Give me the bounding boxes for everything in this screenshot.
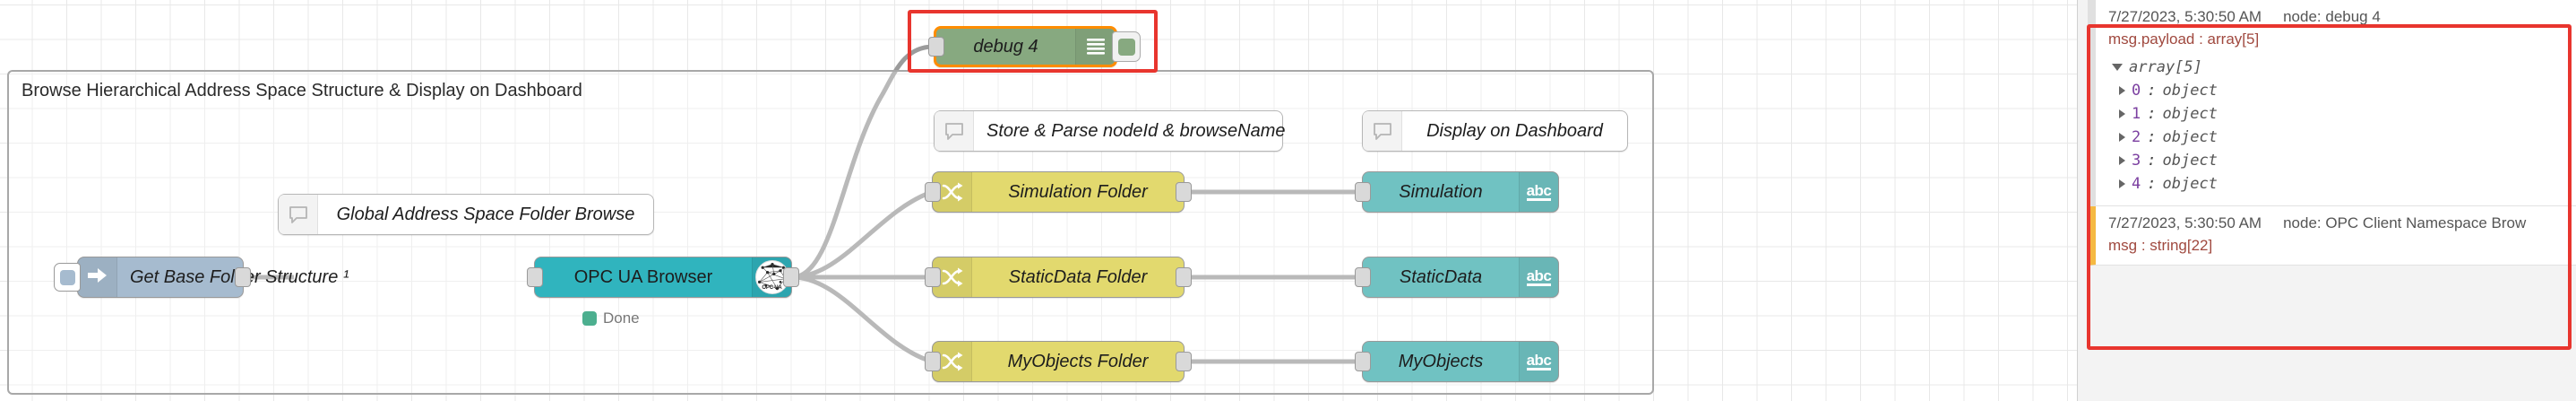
abc-icon: abc	[1519, 172, 1558, 212]
debug-sidebar[interactable]: 7/27/2023, 5:30:50 AM node: debug 4 msg.…	[2077, 0, 2576, 401]
node-switch-simulation-folder[interactable]: Simulation Folder	[925, 171, 1192, 213]
node-dashboard-text-myobjects[interactable]: MyObjects abc	[1355, 341, 1559, 382]
node-label: MyObjects Folder	[1007, 351, 1149, 371]
tree-item-value: object	[2162, 82, 2218, 100]
chevron-right-icon[interactable]	[2119, 133, 2125, 142]
node-switch-staticdata-folder[interactable]: StaticData Folder	[925, 257, 1192, 298]
tree-item-key: 1	[2132, 105, 2141, 123]
node-dashboard-text-simulation[interactable]: Simulation abc	[1355, 171, 1559, 213]
debug-message[interactable]: 7/27/2023, 5:30:50 AM node: OPC Client N…	[2088, 206, 2576, 266]
node-output-port[interactable]	[783, 267, 799, 287]
status-dot-icon	[582, 311, 597, 326]
node-label: debug 4	[973, 36, 1038, 57]
node-label: Simulation	[1399, 181, 1483, 202]
tree-item-value: object	[2162, 175, 2218, 193]
node-input-port[interactable]	[925, 352, 941, 371]
node-label: Store & Parse nodeId & browseName	[986, 120, 1286, 141]
node-output-port[interactable]	[1176, 352, 1192, 371]
node-label: MyObjects	[1398, 351, 1484, 371]
node-input-port[interactable]	[925, 267, 941, 287]
debug-message-property: msg.payload : array[5]	[2108, 31, 2260, 48]
chevron-right-icon[interactable]	[2119, 109, 2125, 118]
debug-lines-icon	[1075, 29, 1115, 65]
node-input-port[interactable]	[925, 182, 941, 202]
tree-item-row[interactable]: 2 : object	[2108, 126, 2563, 149]
node-debug-4[interactable]: debug 4	[928, 26, 1141, 67]
debug-message-property: msg : string[22]	[2108, 237, 2213, 254]
tree-item-row[interactable]: 3 : object	[2108, 149, 2563, 172]
flow-canvas[interactable]: Browse Hierarchical Address Space Struct…	[0, 0, 2077, 401]
node-comment-global-browse[interactable]: Global Address Space Folder Browse	[278, 194, 654, 235]
debug-message[interactable]: 7/27/2023, 5:30:50 AM node: debug 4 msg.…	[2088, 0, 2576, 206]
node-label: Simulation Folder	[1008, 181, 1148, 202]
node-switch-myobjects-folder[interactable]: MyObjects Folder	[925, 341, 1192, 382]
tree-item-colon: :	[2147, 152, 2157, 170]
chevron-right-icon[interactable]	[2119, 86, 2125, 95]
debug-message-header: 7/27/2023, 5:30:50 AM node: debug 4	[2108, 8, 2563, 26]
node-label: Global Address Space Folder Browse	[336, 204, 635, 224]
tree-item-colon: :	[2147, 82, 2157, 100]
debug-timestamp: 7/27/2023, 5:30:50 AM	[2108, 214, 2262, 231]
tree-item-key: 0	[2132, 82, 2141, 100]
comment-icon	[935, 111, 974, 151]
node-output-port[interactable]	[1176, 267, 1192, 287]
node-output-port[interactable]	[1176, 182, 1192, 202]
chevron-right-icon[interactable]	[2119, 156, 2125, 165]
tree-item-colon: :	[2147, 175, 2157, 193]
abc-icon-text: abc	[1526, 182, 1552, 202]
tree-item-key: 2	[2132, 128, 2141, 146]
tree-item-key: 3	[2132, 152, 2141, 170]
status-text: Done	[603, 309, 640, 327]
node-input-port[interactable]	[1355, 352, 1371, 371]
inject-arrow-icon	[78, 257, 117, 297]
tree-item-row[interactable]: 1 : object	[2108, 102, 2563, 126]
abc-icon: abc	[1519, 257, 1558, 297]
comment-icon	[279, 195, 318, 234]
tree-item-colon: :	[2147, 105, 2157, 123]
abc-icon-text: abc	[1526, 267, 1552, 287]
tree-item-value: object	[2162, 105, 2218, 123]
tree-root-row[interactable]: array[5]	[2108, 56, 2563, 79]
node-input-port[interactable]	[1355, 182, 1371, 202]
node-comment-display-dashboard[interactable]: Display on Dashboard	[1362, 110, 1628, 152]
node-output-port[interactable]	[235, 267, 251, 287]
node-input-port[interactable]	[928, 37, 944, 57]
node-label: StaticData Folder	[1008, 266, 1148, 287]
node-status-opc-ua-browser: Done	[582, 309, 640, 327]
debug-enable-button[interactable]	[1112, 31, 1141, 62]
debug-payload-tree: array[5] 0 : object 1 : object 2	[2108, 56, 2563, 196]
node-input-port[interactable]	[527, 267, 543, 287]
tree-item-value: object	[2162, 152, 2218, 170]
comment-icon	[1363, 111, 1402, 151]
debug-message-header: 7/27/2023, 5:30:50 AM node: OPC Client N…	[2108, 214, 2563, 232]
chevron-right-icon[interactable]	[2119, 179, 2125, 188]
inject-trigger-button[interactable]	[54, 263, 81, 292]
tree-item-key: 4	[2132, 175, 2141, 193]
node-dashboard-text-staticdata[interactable]: StaticData abc	[1355, 257, 1559, 298]
node-label: Display on Dashboard	[1426, 120, 1603, 141]
chevron-down-icon[interactable]	[2112, 64, 2123, 71]
tree-root-label: array[5]	[2129, 58, 2202, 76]
debug-source-node: node: OPC Client Namespace Brow	[2283, 214, 2527, 231]
tree-item-value: object	[2162, 128, 2218, 146]
tree-item-colon: :	[2147, 128, 2157, 146]
abc-icon-text: abc	[1526, 352, 1552, 371]
node-label: StaticData	[1399, 266, 1483, 287]
tree-item-row[interactable]: 0 : object	[2108, 79, 2563, 102]
debug-timestamp: 7/27/2023, 5:30:50 AM	[2108, 8, 2262, 25]
node-inject-get-base-folder-structure[interactable]: Get Base Folder Structure ¹	[54, 257, 349, 298]
abc-icon: abc	[1519, 342, 1558, 381]
node-label: OPC UA Browser	[573, 266, 713, 287]
node-opc-ua-browser[interactable]: OPC UA Browser	[527, 257, 799, 298]
flow-group-title: Browse Hierarchical Address Space Struct…	[22, 81, 582, 100]
tree-item-row[interactable]: 4 : object	[2108, 172, 2563, 196]
debug-source-node: node: debug 4	[2283, 8, 2381, 25]
node-comment-store-parse[interactable]: Store & Parse nodeId & browseName	[934, 110, 1286, 152]
node-input-port[interactable]	[1355, 267, 1371, 287]
